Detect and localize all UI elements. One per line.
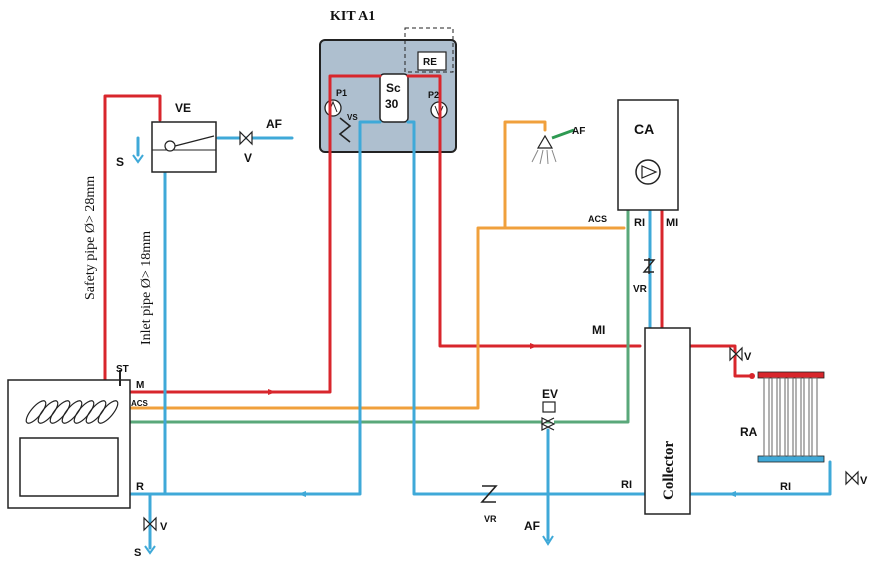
ra-label: RA: [740, 425, 758, 439]
ca-af-label: AF: [572, 126, 585, 137]
p2-label: P2: [428, 90, 439, 100]
af-label: AF: [524, 519, 540, 533]
three-way-valve-ev: [540, 401, 556, 431]
mi-label: MI: [592, 323, 605, 337]
safety-pipe-label: Safety pipe Ø> 28mm: [83, 176, 98, 300]
ca-label: CA: [634, 121, 654, 137]
kit-a1: [319, 27, 457, 153]
re-dashed-box: [404, 27, 454, 73]
float-icon: [164, 140, 176, 152]
ve-af-label: AF: [266, 117, 282, 131]
collector-label: Collector: [661, 441, 677, 500]
ca-check-valve-vr-icon: [642, 258, 656, 274]
safety-pipe: [103, 94, 162, 382]
check-valve-vr-icon: [480, 485, 498, 503]
ca-mi-label: MI: [666, 217, 678, 229]
sc-tank: [379, 73, 409, 123]
acs-pipe: [128, 226, 626, 410]
acs-shower-pipe: [503, 120, 547, 230]
p1-label: P1: [336, 88, 347, 98]
boiler: [7, 370, 131, 509]
boiler-ca: [617, 99, 679, 211]
ra-v-top-label: V: [744, 351, 752, 363]
flow-pipe-m: [128, 74, 382, 394]
return-pipe-kit-right: [406, 120, 647, 496]
boiler-v-label: V: [160, 521, 168, 533]
ca-ri-label: RI: [634, 217, 645, 229]
drain-arrow-icon: [132, 154, 144, 164]
ra-v-bottom-label: V: [860, 475, 868, 487]
boiler-s-label: S: [134, 547, 141, 559]
ve-s-label: S: [116, 155, 124, 169]
sc-label: Sc: [386, 81, 401, 95]
valve-v-icon: [239, 130, 253, 146]
ri-label: RI: [621, 479, 632, 491]
r-label: R: [136, 481, 144, 493]
boiler-door: [19, 437, 119, 497]
return-pipe-kit-left: [163, 120, 382, 496]
m-label: M: [136, 380, 144, 391]
st-label: ST: [116, 364, 129, 375]
re-label: RE: [423, 57, 437, 68]
radiator-valve-top-icon: [729, 346, 743, 362]
af-arrow-icon: [542, 535, 554, 546]
shower-head-icon: [531, 128, 575, 165]
ve-v-label: V: [244, 151, 252, 165]
ve-tank: [151, 121, 217, 173]
vs-label: VS: [347, 113, 358, 122]
re-box: [417, 51, 447, 71]
ra-ri-label: RI: [780, 481, 791, 493]
collector-box: [644, 327, 691, 515]
ca-acs-label: ACS: [588, 214, 607, 224]
sc-number: 30: [385, 97, 399, 111]
flow-pipe-mi: [406, 74, 642, 348]
coil-icon: [25, 400, 119, 424]
ca-box: [617, 99, 679, 211]
valve-vs-icon: [338, 117, 352, 143]
radiator-ra: [757, 371, 825, 463]
ca-vr-label: VR: [633, 284, 648, 295]
radiator-return: [688, 460, 832, 496]
ev-label: EV: [542, 387, 558, 401]
green-return-pipe: [128, 208, 630, 424]
ve-label: VE: [175, 101, 191, 115]
boiler-drain-arrow: [144, 545, 156, 555]
boiler-valve-v-icon: [143, 516, 157, 532]
kit-title: KIT A1: [330, 9, 375, 24]
expansion-vessel-ve: [151, 121, 217, 173]
inlet-pipe-label: Inlet pipe Ø> 18mm: [139, 231, 154, 345]
boiler-acs-label: ACS: [131, 399, 149, 408]
radiator-valve-bottom-icon: [845, 470, 859, 486]
vr-label: VR: [484, 514, 497, 524]
radiator-feed: [688, 344, 754, 378]
